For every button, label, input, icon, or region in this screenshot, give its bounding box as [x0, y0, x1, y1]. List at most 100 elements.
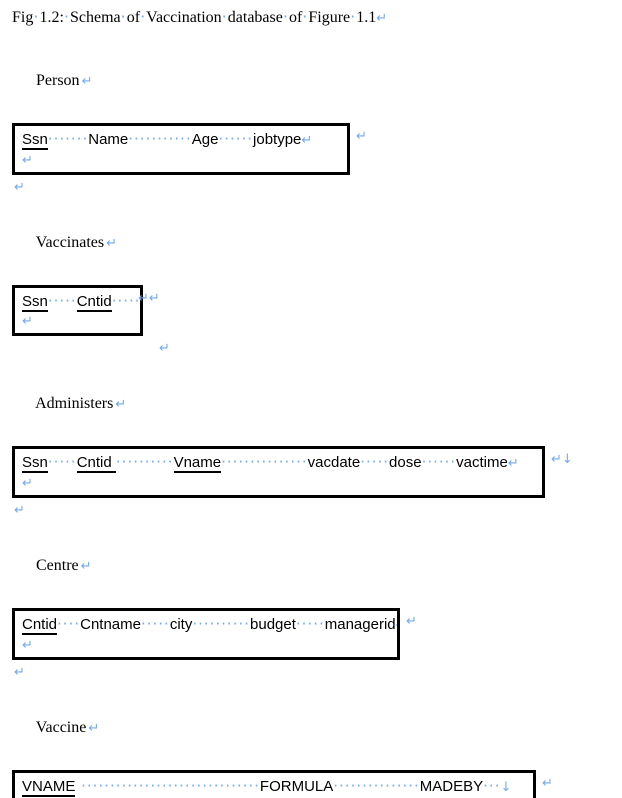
field-name: of [126, 9, 141, 26]
field-name: Ssn [22, 131, 48, 150]
table-box-row: Ssn·····Cntid········· ↵ ↵↵ [12, 285, 622, 336]
table-box-row: Ssn·······Name···········Age······jobtyp… [12, 123, 622, 175]
field-name: Vname [173, 454, 222, 473]
pilcrow-mark-icon: ↵ [115, 397, 127, 412]
space-dots: ······ [421, 453, 457, 471]
pilcrow-mark-icon: ↵ [80, 559, 92, 574]
field-name: Cntname [80, 616, 141, 633]
right-formatting-marks: ↵ [542, 770, 553, 793]
field-name: Vaccination [146, 9, 222, 26]
table-box: Ssn·····Cntid········· ↵ [12, 285, 143, 336]
table-name: Centre [36, 557, 79, 574]
table-name: Administers [35, 395, 114, 412]
space-dots: · [63, 7, 70, 26]
space-dots: · [302, 7, 309, 26]
pilcrow-mark-icon: ↵ [22, 314, 33, 329]
pilcrow-mark-icon: ↵ [356, 129, 367, 144]
table-heading-line: Person↵ [12, 48, 622, 115]
table-name: Person [36, 72, 80, 89]
pilcrow-mark-icon: ↵ [159, 341, 170, 356]
space-dots: ··········· [128, 130, 192, 148]
field-name: managerid [324, 616, 396, 633]
space-dots: · [140, 7, 147, 26]
pilcrow-mark-icon: ↵ [551, 452, 562, 467]
field-name: vacdate [307, 454, 361, 471]
field-name: FORMULA [259, 778, 334, 795]
field-name: 1.1 [356, 9, 377, 26]
table-box: Ssn·······Name···········Age······jobtyp… [12, 123, 350, 175]
field-name: Cntid [76, 454, 116, 473]
schema-section-person: Person↵ Ssn·······Name···········Age····… [12, 48, 622, 197]
space-dots: · [350, 7, 357, 26]
right-formatting-marks: ↵↓ [551, 446, 573, 469]
down-arrow-icon: ↓ [561, 452, 573, 467]
schema-section-vaccine: Vaccine↵ VNAME ·························… [12, 695, 622, 798]
space-dots: ····· [47, 453, 77, 471]
table-fields-line: Ssn·······Name···········Age······jobtyp… [15, 126, 347, 151]
pilcrow-mark-icon: ↵ [406, 614, 417, 629]
below-formatting-marks: ↵ [12, 501, 622, 520]
field-name: vactime [456, 454, 508, 471]
pilcrow-mark-icon: ↵ [14, 503, 25, 518]
schema-section-centre: Centre↵ Cntid····Cntname·····city·······… [12, 533, 622, 682]
space-dots: ······· [47, 130, 89, 148]
field-name: dose [389, 454, 422, 471]
pilcrow-mark-icon: ↵ [376, 11, 388, 26]
space-dots: · [120, 7, 127, 26]
space-dots: ·········· [192, 615, 251, 633]
space-dots: ··············· [221, 453, 308, 471]
table-box-row: VNAME ·······························FOR… [12, 770, 622, 798]
table-empty-line: ↵ [15, 636, 397, 657]
field-name: VNAME [22, 778, 76, 797]
field-name: database [227, 9, 283, 26]
field-name: city [169, 616, 193, 633]
space-dots: ······························· [75, 777, 260, 795]
field-name: Ssn [22, 293, 48, 312]
table-empty-line: ↵ [15, 312, 140, 333]
table-box: Cntid····Cntname·····city··········budge… [12, 608, 400, 660]
pilcrow-mark-icon: ↵ [22, 476, 33, 491]
table-fields-line: Ssn·····Cntid ··········Vname···········… [15, 449, 542, 474]
below-formatting-marks: ↵ [12, 178, 622, 197]
table-heading-line: Administers↵ [12, 371, 622, 438]
field-name: Name [88, 131, 129, 148]
space-dots: · [221, 7, 228, 26]
field-name: Cntid [76, 293, 112, 312]
space-dots: ······ [218, 130, 254, 148]
space-dots: ···· [57, 615, 81, 633]
pilcrow-mark-icon: ↵ [14, 180, 25, 195]
table-box: VNAME ·······························FOR… [12, 770, 536, 798]
pilcrow-mark-icon: ↵ [507, 456, 519, 471]
below-formatting-marks: ↵ [157, 339, 622, 358]
pilcrow-mark-icon: ↵ [396, 618, 397, 633]
table-heading-line: Centre↵ [12, 533, 622, 600]
field-name: Schema [69, 9, 121, 26]
space-dots: · [282, 7, 289, 26]
pilcrow-mark-icon: ↵ [542, 776, 553, 791]
table-heading-line: Vaccinates↵ [12, 210, 622, 277]
pilcrow-mark-icon: ↵ [106, 236, 118, 251]
down-arrow-icon: ↓ [500, 780, 512, 795]
space-dots: · [33, 7, 40, 26]
pilcrow-mark-icon: ↵ [138, 291, 149, 306]
pilcrow-mark-icon: ↵ [148, 291, 160, 306]
space-dots: ····· [140, 615, 170, 633]
pilcrow-mark-icon: ↵ [88, 721, 100, 736]
space-dots: ····· [295, 615, 325, 633]
table-empty-line: ↵ [15, 151, 347, 172]
figure-caption: Fig·1.2:·Schema·of·Vaccination·database·… [12, 6, 622, 30]
space-dots: ·········· [115, 453, 174, 471]
table-box: Ssn·····Cntid ··········Vname···········… [12, 446, 545, 498]
schema-section-vaccinates: Vaccinates↵ Ssn·····Cntid········· ↵ ↵↵ … [12, 210, 622, 358]
field-name: 1.2: [39, 9, 64, 26]
pilcrow-mark-icon: ↵ [301, 133, 313, 148]
table-heading-line: Vaccine↵ [12, 695, 622, 762]
below-formatting-marks: ↵ [12, 663, 622, 682]
field-name: Fig [12, 9, 34, 26]
space-dots: ··· [483, 777, 501, 795]
field-name: Cntid [22, 616, 58, 635]
table-fields-line: VNAME ·······························FOR… [15, 773, 533, 798]
table-fields-line: Ssn·····Cntid········· [15, 288, 140, 312]
field-name: Age [191, 131, 219, 148]
